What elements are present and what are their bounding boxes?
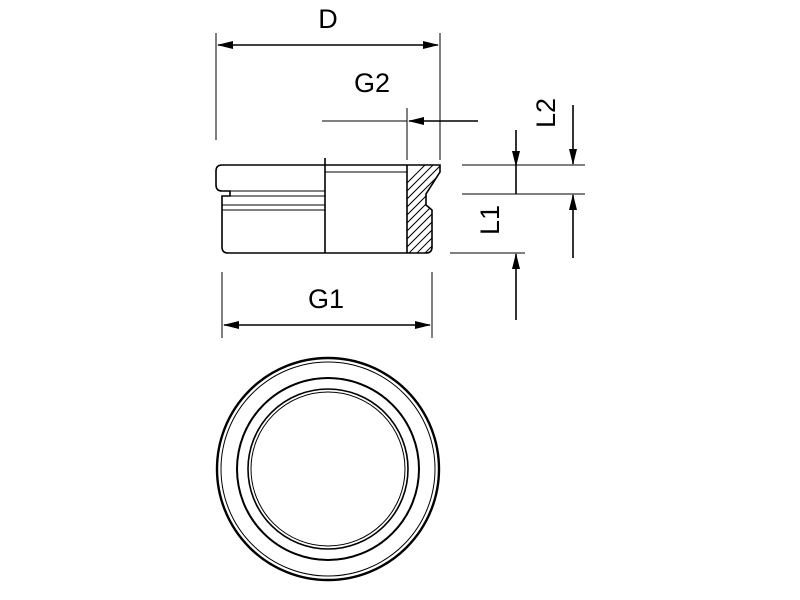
side-view-outline: [215, 164, 325, 254]
dimension-label-d: D: [318, 4, 338, 34]
dimension-label-g1: G1: [308, 284, 344, 314]
top-view: [215, 356, 441, 582]
section-outline: [325, 164, 441, 254]
dimension-g1: G1: [221, 272, 433, 338]
dimension-label-l2: L2: [531, 98, 561, 128]
outer-ring-inner-edge: [220, 361, 436, 577]
dimension-d: D: [215, 4, 441, 160]
dimension-label-g2: G2: [354, 68, 390, 98]
dimension-l2: L2: [531, 98, 577, 258]
inner-bore-edge: [250, 391, 406, 547]
side-view: [215, 158, 441, 254]
dimension-g2: G2: [322, 68, 478, 160]
outer-ring: [215, 356, 441, 582]
dimension-l1: L1: [475, 130, 520, 320]
dimension-label-l1: L1: [475, 205, 505, 235]
thread-ring: [236, 377, 420, 561]
inner-bore: [247, 388, 409, 550]
